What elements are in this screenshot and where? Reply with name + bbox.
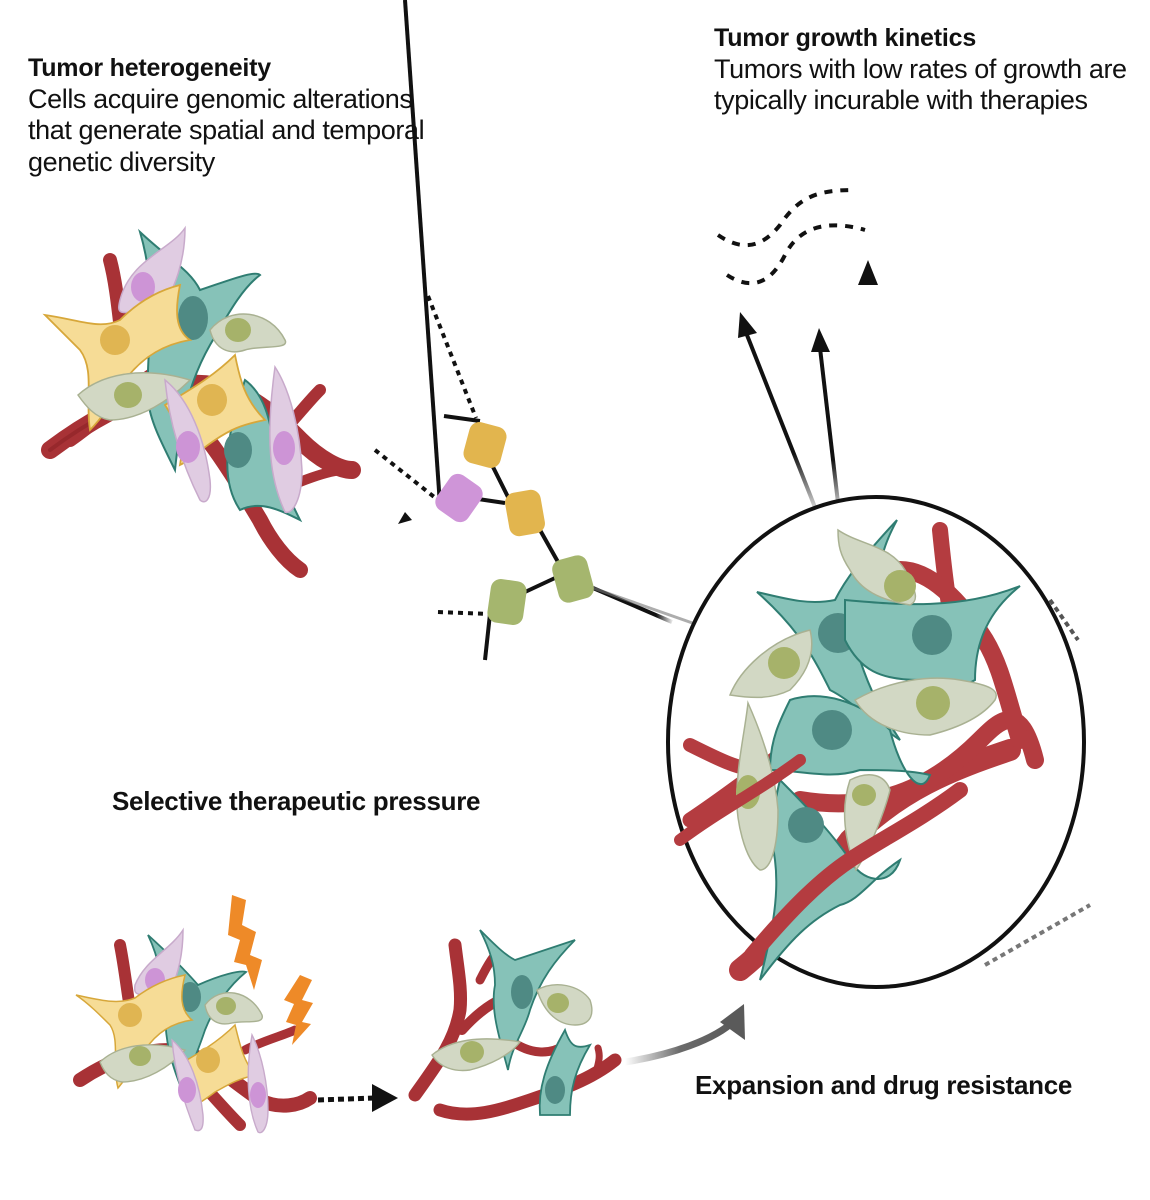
yellow-nucleus xyxy=(196,1047,220,1073)
arrow-icon xyxy=(738,312,757,338)
sage-nucleus xyxy=(884,570,916,602)
teal-nucleus xyxy=(545,1076,565,1104)
growth-arrows xyxy=(716,188,878,521)
sage-nucleus xyxy=(129,1046,151,1066)
lilac-nucleus xyxy=(178,1077,196,1103)
sage-nucleus xyxy=(216,997,236,1015)
arrow-icon xyxy=(858,260,878,285)
sage-nucleus xyxy=(916,686,950,720)
growth-kinetics-caption: Tumor growth kinetics Tumors with low ra… xyxy=(714,24,1150,117)
arrow-icon xyxy=(720,1004,745,1040)
growth-kinetics-description-line: typically incurable with therapies xyxy=(714,85,1088,116)
teal-nucleus xyxy=(224,432,252,468)
lilac-nucleus xyxy=(273,431,295,465)
lightning-bolt-icon xyxy=(284,975,313,1045)
teal-nucleus xyxy=(812,710,852,750)
heterogeneity-description-line: Cells acquire genomic alterations xyxy=(28,83,413,114)
treated-tumor-illustration xyxy=(73,895,398,1134)
growth-kinetics-description-line: Tumors with low rates of growth are xyxy=(714,53,1127,84)
heterogeneity-description-line: that generate spatial and temporal xyxy=(28,115,425,146)
arrow-icon xyxy=(811,328,830,352)
clone-node-purple xyxy=(435,473,483,523)
growth-kinetics-title: Tumor growth kinetics xyxy=(714,24,977,52)
sage-nucleus xyxy=(460,1041,484,1063)
clone-node-green xyxy=(487,579,527,625)
teal-cell xyxy=(538,1027,593,1116)
arrow-icon xyxy=(372,1084,398,1112)
lilac-nucleus xyxy=(250,1082,266,1108)
sage-nucleus xyxy=(114,382,142,408)
surviving-clones-illustration xyxy=(408,929,745,1121)
clonal-evolution-tree xyxy=(373,0,719,661)
clone-node-yellow xyxy=(463,422,507,468)
sage-nucleus xyxy=(768,647,800,679)
yellow-cell xyxy=(75,974,194,1090)
lilac-nucleus xyxy=(131,272,155,302)
sage-nucleus xyxy=(852,784,876,806)
clone-node-green xyxy=(552,555,594,603)
yellow-nucleus xyxy=(197,384,227,416)
clone-node-yellow xyxy=(505,489,545,537)
teal-nucleus xyxy=(912,615,952,655)
yellow-nucleus xyxy=(100,325,130,355)
arrow-icon xyxy=(398,512,412,524)
lightning-bolt-icon xyxy=(228,895,262,990)
sage-nucleus xyxy=(225,318,251,342)
sage-nucleus xyxy=(547,993,569,1013)
lilac-nucleus xyxy=(176,431,200,463)
teal-nucleus xyxy=(788,807,824,843)
teal-nucleus xyxy=(511,975,533,1009)
teal-nucleus xyxy=(179,982,201,1012)
heterogeneous-tumor-illustration xyxy=(41,225,361,578)
yellow-nucleus xyxy=(118,1003,142,1027)
teal-nucleus xyxy=(178,296,208,340)
heterogeneity-description-line: genetic diversity xyxy=(28,147,215,178)
yellow-cell xyxy=(42,283,193,432)
heterogeneity-title: Tumor heterogeneity xyxy=(28,54,271,82)
resistant-tumor-illustration xyxy=(666,495,1091,989)
heterogeneity-caption: Tumor heterogeneity Cells acquire genomi… xyxy=(28,54,468,179)
expansion-resistance-label: Expansion and drug resistance xyxy=(695,1070,1073,1100)
therapeutic-pressure-label: Selective therapeutic pressure xyxy=(112,786,481,816)
